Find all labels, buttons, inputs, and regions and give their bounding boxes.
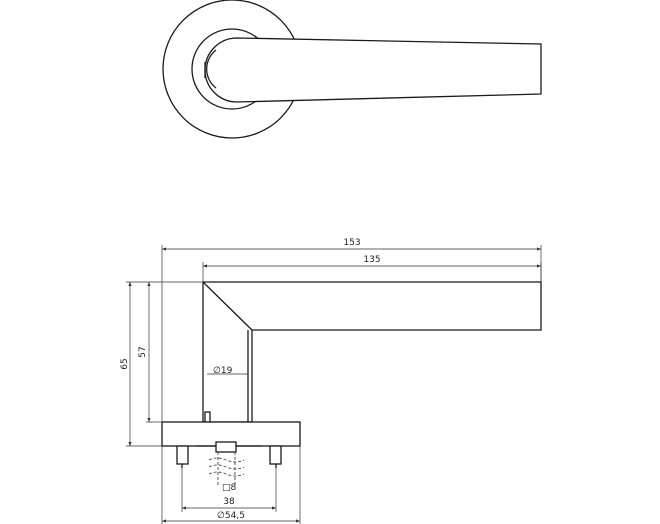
dimension-lines: 153 135 65 57 ∅19 □8 38 ∅54,5	[120, 238, 542, 524]
spindle-break-1	[208, 457, 245, 463]
grub-screw	[204, 411, 211, 423]
lever-miter-line	[202, 281, 253, 331]
fixing-post-left	[176, 445, 189, 465]
spindle-break-3	[208, 471, 245, 477]
spindle-head	[215, 441, 237, 453]
lever-bar-top	[204, 37, 542, 103]
dim-label-lever-length: 135	[363, 255, 380, 265]
side-view	[161, 281, 542, 486]
dim-label-overall-length: 153	[343, 238, 360, 248]
dim-label-fixing-centres: 38	[223, 497, 235, 507]
fixing-post-right	[269, 445, 282, 465]
dim-label-rose-diameter: ∅54,5	[217, 511, 245, 521]
lever-neck-arc	[206, 49, 217, 89]
dim-label-spindle-square: □8	[222, 483, 237, 493]
dim-label-height-total: 65	[120, 358, 130, 369]
lever-body-side	[202, 281, 542, 423]
dim-label-lever-diameter: ∅19	[213, 366, 233, 376]
dim-label-height-lever: 57	[138, 346, 148, 357]
top-view	[162, 0, 542, 139]
spindle-break-2	[208, 464, 245, 470]
